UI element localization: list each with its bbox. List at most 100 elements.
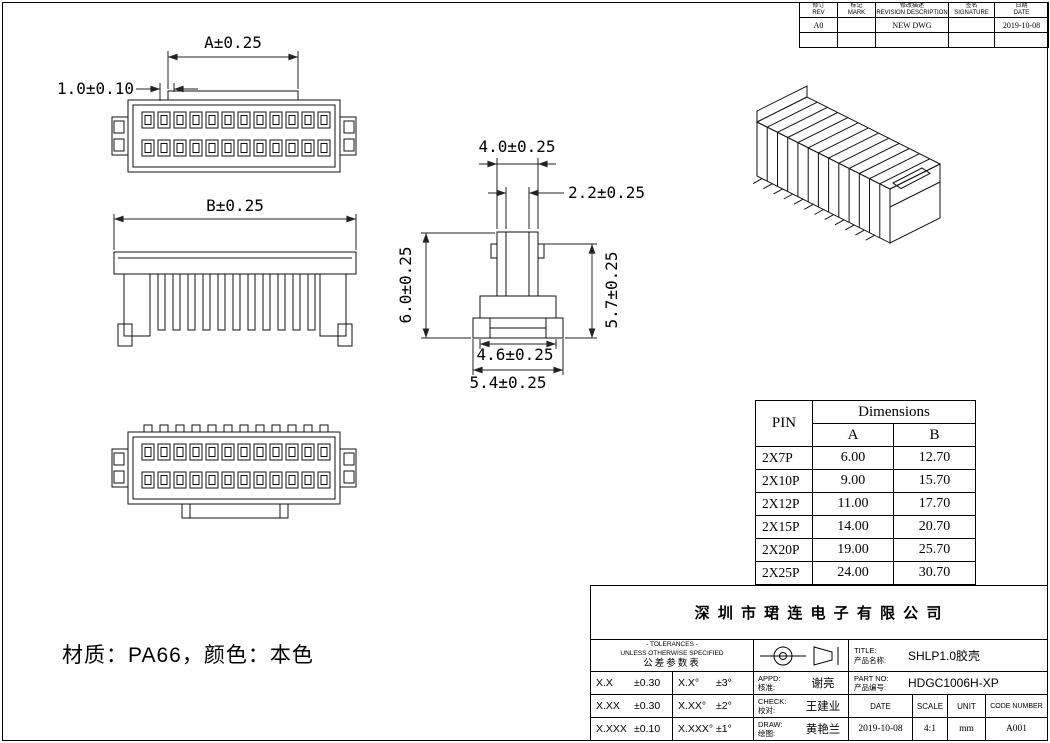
dim-b-value: 25.70 [892,538,977,562]
dim-a-value: 19.00 [812,538,894,562]
dim-label-b: B±0.25 [206,196,264,215]
tolerance-row: X.X±0.30 [591,672,673,695]
code-number-value: A001 [1005,724,1028,734]
sign-hdr-cn: 签名 [965,3,978,10]
side-view-drawing [472,231,564,339]
appd-label-cn: 核准: [758,683,776,692]
dim-label-slot-width: 2.2±0.25 [568,183,646,202]
draw-label-cn: 绘图: [758,729,776,738]
tolerances-title: - TOLERANCES - [646,641,698,649]
mark-hdr-en: MARK [847,10,866,16]
dim-b-value: 12.70 [892,446,977,470]
title-block: 深 圳 市 珺 连 电 子 有 限 公 司 - TOLERANCES - UNL… [590,585,1048,741]
desc-hdr-cn: 修改描述 [899,3,924,10]
dim-label-height-right: 5.7±0.25 [602,251,621,329]
check-cell: CHECK:校对: 王建业 [754,695,849,718]
company-name: 深 圳 市 珺 连 电 子 有 限 公 司 [591,586,1047,640]
dim-a-value: 24.00 [812,561,894,585]
dim-b-value: 15.70 [892,469,977,493]
dim-a-value: 6.00 [812,446,894,470]
product-title-value: SHLP1.0胶壳 [908,649,981,663]
partno-label-en: PART NO: [854,673,889,683]
dim-a-value: 14.00 [812,515,894,539]
part-no-cell: PART NO:产品编号: HDGC1006H-XP [849,672,1047,695]
col-a-header: A [812,423,894,447]
dim-a-value: 9.00 [812,469,894,493]
dim-label-top-width: 4.0±0.25 [478,137,556,156]
dim-label-a: A±0.25 [204,33,262,52]
rev-hdr-en: REV [812,10,825,16]
mark-hdr-cn: 标记 [850,3,863,10]
tolerances-title-cn: 公差参数表 [643,657,701,669]
dim-label-height-left: 6.0±0.25 [396,246,415,324]
dimension-lines [113,51,597,375]
pin-name: 2X10P [755,469,813,493]
title-label-en: TITLE: [854,646,877,656]
pin-table-header-row: PIN Dimensions [755,400,977,447]
date-header: DATE [849,695,913,718]
draw-label-en: DRAW: [758,719,783,729]
tolerance-row: X.XX±0.30 [591,695,673,718]
tolerances-subtitle: UNLESS OTHERWISE SPECIFIED [620,649,724,657]
tolerance-row: X.XX°±2° [673,695,754,718]
pin-header-cell: PIN [755,400,813,447]
dim-label-base-width: 4.6±0.25 [476,345,554,364]
part-number-value: HDGC1006H-XP [908,676,999,690]
dim-b-value: 30.70 [892,561,977,585]
date-hdr-en: DATE [1013,10,1030,16]
unit-value: mm [948,718,986,740]
title-cell: TITLE:产品名称: SHLP1.0胶壳 [849,640,1047,672]
dim-b-value: 17.70 [892,492,977,516]
desc-hdr-en: REVISION DESCRIPTION [876,10,948,16]
scale-header: SCALE [913,695,948,718]
pin-name: 2X12P [755,492,813,516]
check-value: 王建业 [805,701,841,713]
tolerance-row: X.X°±3° [673,672,754,695]
partno-label-cn: 产品编号: [854,683,887,692]
dim-b-value: 20.70 [892,515,977,539]
title-label-cn: 产品名称: [854,655,887,665]
tolerances-header: - TOLERANCES - UNLESS OTHERWISE SPECIFIE… [591,640,754,672]
isometric-view-drawing [752,85,942,244]
date-hdr-cn: 日期 [1015,3,1028,10]
unit-header: UNIT [948,695,986,718]
draw-cell: DRAW:绘图: 黄艳兰 [754,718,849,740]
date-value: 2019-10-08 [994,17,1049,33]
dim-label-foot-width: 5.4±0.25 [469,373,547,392]
pin-name: 2X7P [755,446,813,470]
pin-name: 2X25P [755,561,813,585]
pin-name: 2X15P [755,515,813,539]
dim-label-pitch: 1.0±0.10 [57,79,135,98]
top-view-drawing [111,90,357,173]
dim-a-value: 11.00 [812,492,894,516]
col-b-header: B [892,423,977,447]
tolerance-row: X.XXX°±1° [673,718,754,740]
draw-value: 黄艳兰 [805,724,841,736]
revision-data-row: A0 NEW DWG 2019-10-08 [799,17,1049,33]
rev-hdr-cn: 修订 [812,3,825,10]
appd-value: 谢亮 [811,678,835,690]
tolerance-row: X.XXX±0.10 [591,718,673,740]
revision-empty-row [799,32,1049,48]
appd-cell: APPD:核准: 谢亮 [754,672,849,695]
appd-label-en: APPD: [758,673,781,683]
code-number-header: CODE NUMBER [986,695,1047,718]
check-label-cn: 校对: [758,706,776,715]
check-label-en: CHECK: [758,696,787,706]
pin-name: 2X20P [755,538,813,562]
bottom-view-drawing [111,424,357,519]
scale-value: 4:1 [913,718,948,740]
material-note: 材质：PA66，颜色：本色 [62,644,314,667]
projection-symbol [754,640,849,672]
